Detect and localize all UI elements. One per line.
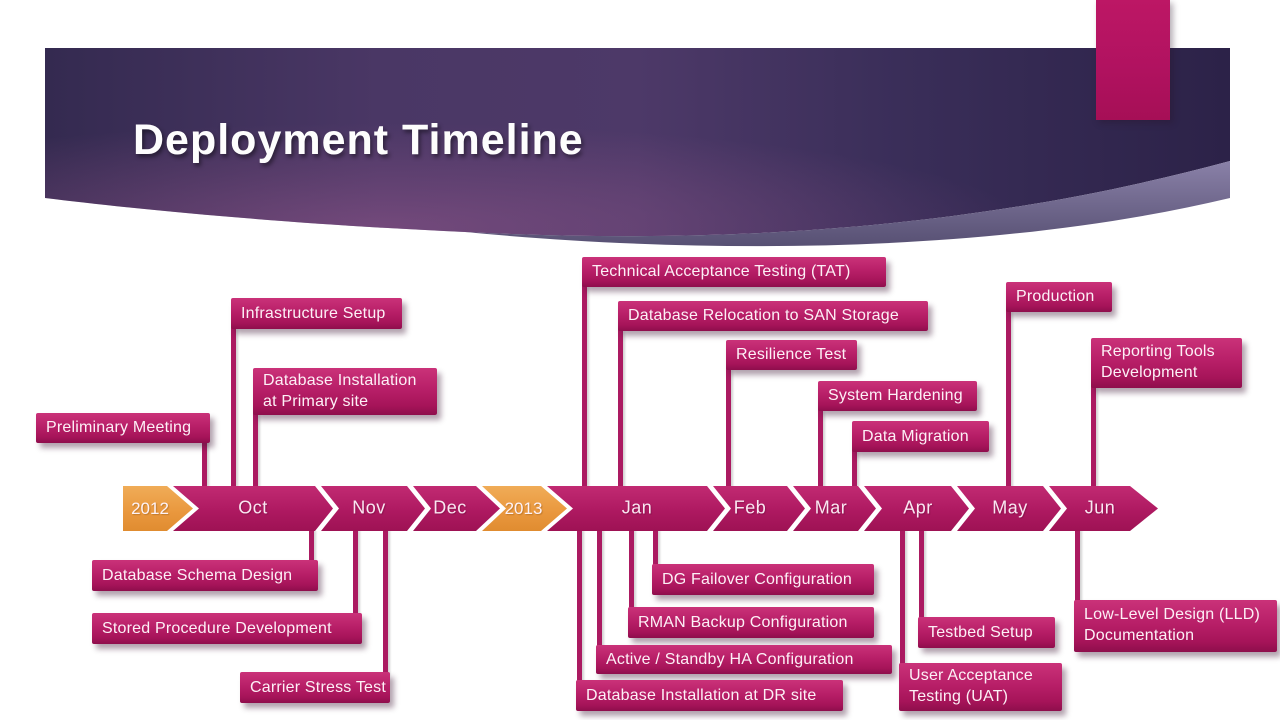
connector-line xyxy=(726,367,731,488)
connector-line xyxy=(618,328,623,488)
banner-glow xyxy=(45,48,1230,237)
title-banner xyxy=(45,48,1230,258)
event-callout: User Acceptance Testing (UAT) xyxy=(899,663,1062,711)
timeline-segment-month: Nov xyxy=(352,497,386,518)
event-callout: Reporting Tools Development xyxy=(1091,338,1242,388)
connector-line xyxy=(919,528,924,620)
connector-line xyxy=(852,449,857,488)
connector-line xyxy=(309,528,314,562)
timeline-segment-month: Apr xyxy=(903,497,933,518)
slide-title: Deployment Timeline xyxy=(133,116,584,164)
accent-bar xyxy=(1096,0,1170,120)
event-callout: Database Relocation to SAN Storage xyxy=(618,301,928,331)
connector-line xyxy=(1091,384,1096,488)
timeline-bar xyxy=(123,486,1158,531)
timeline-segment-month: Oct xyxy=(238,497,268,518)
connector-line xyxy=(818,408,823,488)
connector-line xyxy=(900,528,905,665)
event-callout: Resilience Test xyxy=(726,340,857,370)
banner-swoosh xyxy=(465,161,1230,247)
event-callout: Low-Level Design (LLD) Documentation xyxy=(1074,600,1277,652)
connector-line xyxy=(1006,309,1011,488)
event-callout: Active / Standby HA Configuration xyxy=(596,645,892,674)
event-callout: Database Installation at Primary site xyxy=(253,368,437,415)
timeline-segment-month: Jun xyxy=(1084,497,1116,518)
event-callout: Database Schema Design xyxy=(92,560,318,591)
timeline-segment-month: May xyxy=(992,497,1028,518)
event-callout: Carrier Stress Test xyxy=(240,672,390,703)
timeline-segment-month: Dec xyxy=(433,497,467,518)
event-callout: Stored Procedure Development xyxy=(92,613,362,644)
event-callout: Infrastructure Setup xyxy=(231,298,402,329)
event-callout: Production xyxy=(1006,282,1112,312)
event-callout: Technical Acceptance Testing (TAT) xyxy=(582,257,886,287)
banner-graphic xyxy=(45,48,1230,247)
connector-line xyxy=(577,528,582,682)
connector-line xyxy=(653,528,658,567)
connector-line xyxy=(629,528,634,609)
timeline-segment-month: Jan xyxy=(621,497,653,518)
event-callout: RMAN Backup Configuration xyxy=(628,607,874,638)
event-callout: Data Migration xyxy=(852,421,989,452)
event-callout: Database Installation at DR site xyxy=(576,680,843,711)
connector-line xyxy=(582,284,587,488)
connector-line xyxy=(1075,528,1080,602)
event-callout: Testbed Setup xyxy=(918,617,1055,648)
connector-line xyxy=(231,326,236,488)
event-callout: DG Failover Configuration xyxy=(652,564,874,595)
connector-line xyxy=(353,528,358,615)
connector-line xyxy=(253,412,258,488)
connector-line xyxy=(597,528,602,647)
timeline-segment-month: Feb xyxy=(733,497,767,518)
timeline-segment-month: Mar xyxy=(814,497,848,518)
event-callout: Preliminary Meeting xyxy=(36,413,210,443)
connector-line xyxy=(202,438,207,488)
event-callout: System Hardening xyxy=(818,381,977,411)
connector-line xyxy=(383,528,388,674)
